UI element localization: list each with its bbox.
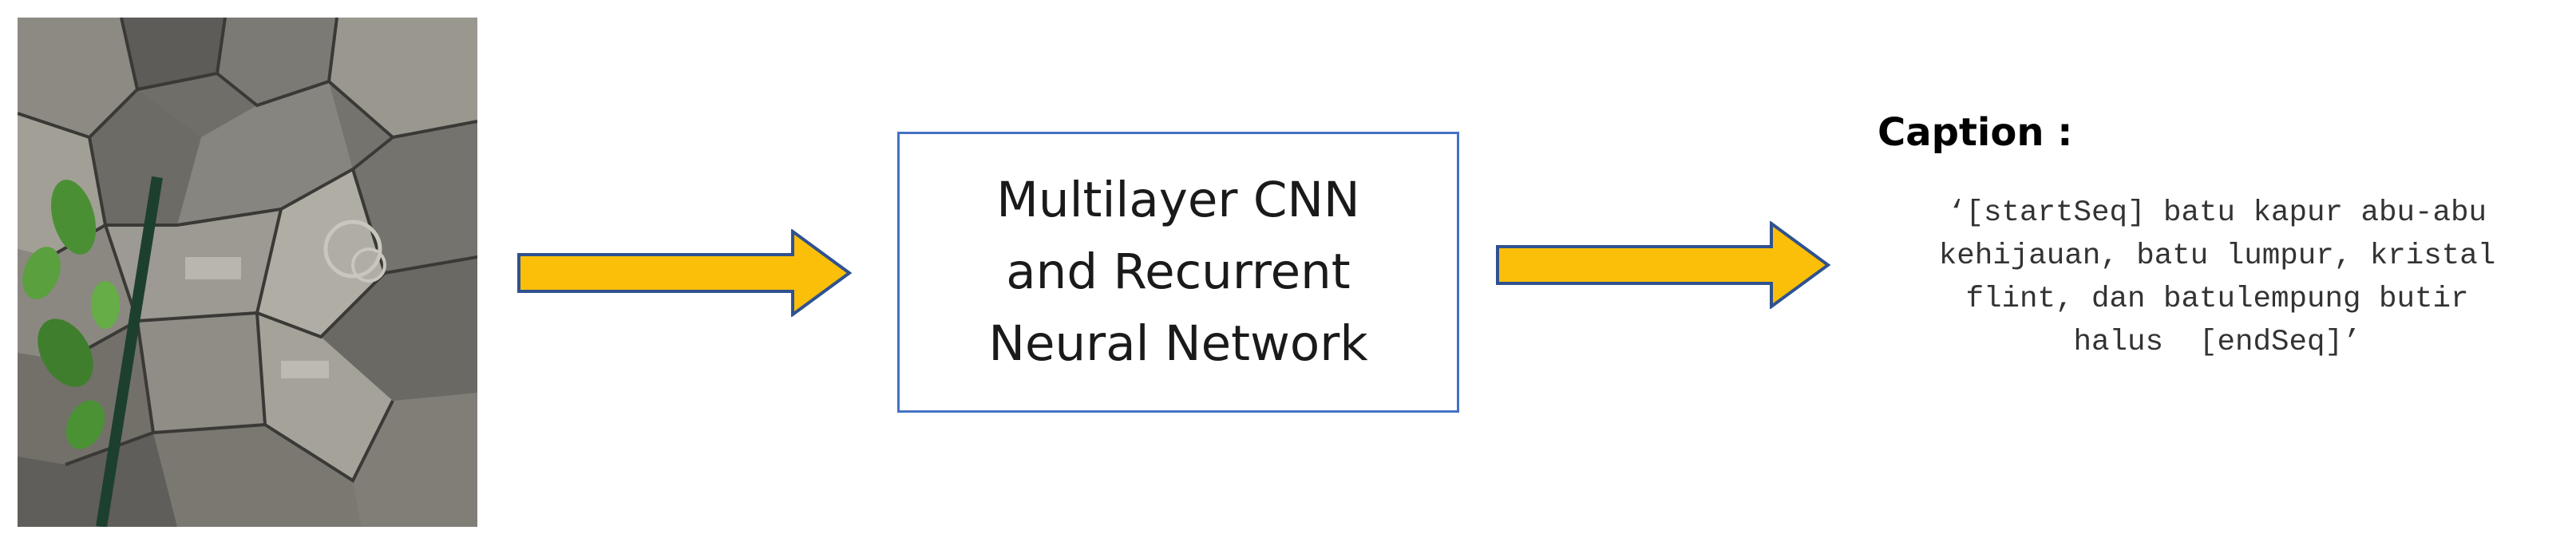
caption-heading: Caption : xyxy=(1878,110,2073,155)
arrow-shape xyxy=(517,229,853,317)
model-box: Multilayer CNN and Recurrent Neural Netw… xyxy=(897,132,1459,413)
arrow-right-icon xyxy=(517,229,853,317)
plant-leaves xyxy=(22,180,120,449)
caption-line-2: kehijauan, batu lumpur, kristal xyxy=(1938,239,2496,273)
caption-line-4: halus [endSeq]’ xyxy=(2073,326,2361,359)
caption-line-3: flint, dan batulempung butir xyxy=(1965,283,2469,316)
caption-text: ‘[startSeq] batu kapur abu-abu kehijauan… xyxy=(1860,192,2574,364)
caption-line-1: ‘[startSeq] batu kapur abu-abu xyxy=(1947,196,2487,230)
model-label-line-3: Neural Network xyxy=(988,315,1368,372)
stone-texture-marks xyxy=(185,220,386,378)
rock-outcrop-photo xyxy=(18,18,477,527)
model-label-line-2: and Recurrent xyxy=(1006,243,1351,300)
measuring-stick xyxy=(96,176,163,527)
arrow-shape xyxy=(1496,221,1831,309)
model-label-line-1: Multilayer CNN xyxy=(996,172,1360,228)
rock-slabs xyxy=(18,18,477,527)
arrow-right-icon xyxy=(1496,221,1831,309)
